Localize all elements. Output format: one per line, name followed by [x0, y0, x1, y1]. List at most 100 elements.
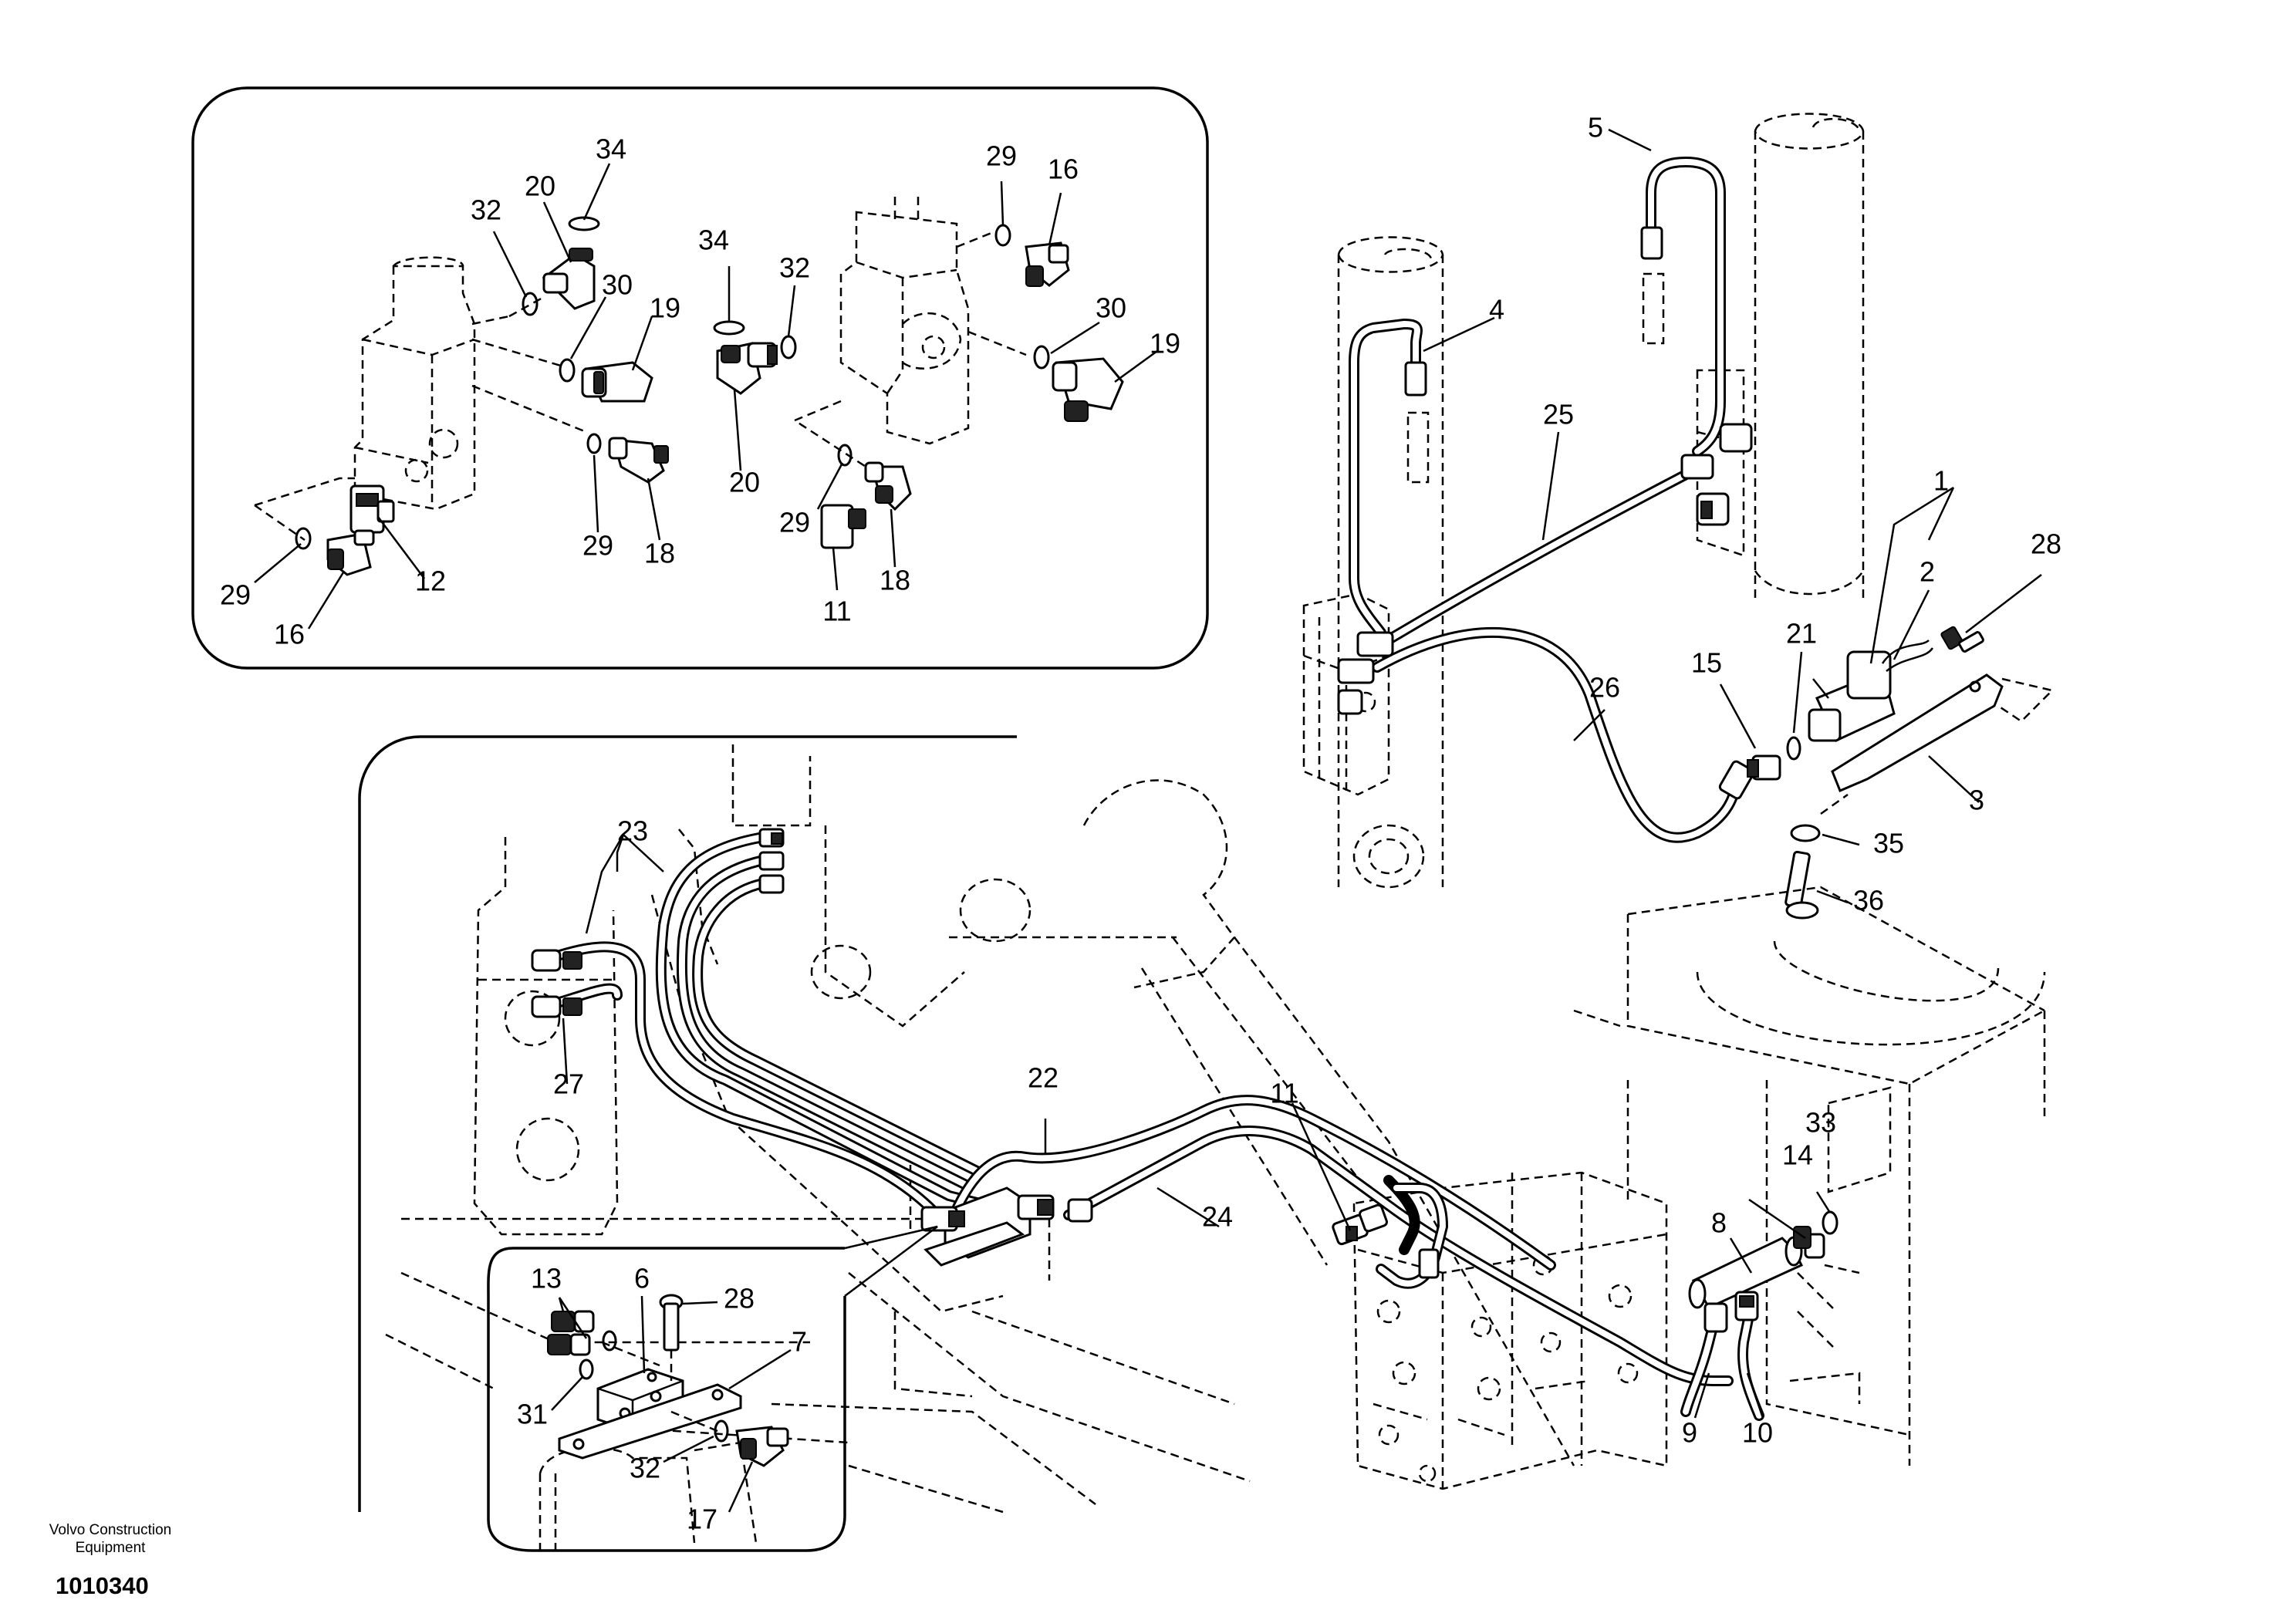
callout-c30a: 30: [602, 269, 633, 301]
inset-block-detail: [487, 1247, 846, 1552]
hose-24: [1063, 1126, 1734, 1386]
inset-frame-top: [191, 86, 1209, 670]
elbow-fitting-16-right: [1025, 241, 1070, 287]
callout-c11a: 11: [822, 596, 851, 627]
inset-frame-bottom: [487, 1247, 846, 1552]
callout-c24: 24: [1202, 1201, 1233, 1233]
callout-c27: 27: [553, 1068, 584, 1100]
callout-c29a: 29: [582, 530, 613, 562]
hose-22: [944, 1095, 1556, 1271]
callout-c26: 26: [1589, 672, 1620, 704]
callout-c21: 21: [1786, 618, 1817, 650]
callout-c16a: 16: [274, 619, 305, 650]
footer-brand: Volvo Construction Equipment: [49, 1522, 172, 1556]
callout-c17: 17: [687, 1504, 718, 1535]
callout-c33: 33: [1805, 1107, 1836, 1139]
callout-c23: 23: [617, 815, 648, 847]
washer-21: [1786, 736, 1801, 761]
bracket-7-detail: [558, 1383, 742, 1460]
bracket-3: [1831, 673, 2055, 792]
callout-labels: 34 20 32 30 19 29 18 12 29 16 34 32 20 2…: [220, 112, 2061, 1535]
callout-c5: 5: [1588, 112, 1603, 143]
callout-c25: 25: [1543, 399, 1574, 430]
elbow-fitting-20-left: [542, 248, 596, 310]
callout-c2: 2: [1920, 556, 1935, 588]
fitting-14: [1793, 1226, 1811, 1249]
callout-c19a: 19: [650, 292, 680, 324]
o-ring-30-left: [559, 358, 576, 383]
callout-c29b: 29: [220, 579, 251, 611]
o-ring-31: [579, 1358, 594, 1380]
callout-c28b: 28: [724, 1283, 755, 1315]
callout-c11b: 11: [1270, 1078, 1298, 1109]
callout-c29d: 29: [986, 140, 1017, 172]
callout-c32b: 32: [779, 252, 810, 284]
connector-12: [349, 484, 395, 534]
callout-c4: 4: [1489, 294, 1504, 326]
elbow-fitting-17: [735, 1426, 789, 1467]
pipe-5: [1640, 157, 1726, 457]
callout-c20b: 20: [729, 467, 760, 498]
o-ring-29-mid: [837, 444, 853, 467]
callout-c12a: 12: [415, 565, 446, 597]
washer-35: [1790, 824, 1821, 842]
o-ring-32-right: [780, 335, 797, 359]
callout-c32c: 32: [630, 1453, 660, 1484]
boom-cylinder-area: [1302, 113, 2055, 920]
callout-c30b: 30: [1096, 292, 1126, 324]
callout-c35: 35: [1873, 828, 1904, 859]
elbow-fitting-16-left: [326, 529, 375, 576]
callout-c22: 22: [1028, 1062, 1059, 1094]
bolt-28-detail: [659, 1294, 684, 1381]
o-ring-32-left: [522, 292, 539, 316]
callout-c6: 6: [634, 1263, 650, 1294]
callout-c19b: 19: [1150, 328, 1180, 359]
callout-c32a: 32: [471, 194, 501, 226]
main-frame: [358, 735, 1017, 1512]
callout-c15: 15: [1691, 647, 1722, 679]
o-ring-29-top-right: [994, 224, 1011, 247]
pipe-4: [1349, 319, 1430, 638]
elbow-fitting-20-right: [716, 342, 778, 395]
callout-c34a: 34: [596, 133, 626, 165]
inset-valve-fittings: [191, 86, 1209, 670]
hoses-9-10: [1680, 1291, 1764, 1421]
elbow-fitting-18-right: [864, 461, 912, 511]
callout-c18b: 18: [880, 565, 910, 596]
right-valve-block: [839, 197, 970, 445]
drawing-number: 1010340: [56, 1572, 149, 1599]
callout-c13: 13: [531, 1263, 562, 1294]
connector-11: [820, 504, 866, 549]
callout-c28a: 28: [2031, 528, 2061, 560]
callout-c36: 36: [1853, 885, 1884, 916]
hose-25: [1376, 465, 1699, 650]
callout-c3: 3: [1969, 785, 1984, 816]
o-ring-29-bottom-left: [295, 527, 312, 550]
callout-c8: 8: [1711, 1207, 1727, 1239]
elbow-fitting-19-left: [581, 361, 653, 403]
o-ring-30-right: [1033, 345, 1050, 370]
callout-c1: 1: [1933, 465, 1949, 497]
callout-c16b: 16: [1048, 154, 1079, 185]
callout-c31: 31: [517, 1399, 548, 1430]
callout-c7: 7: [792, 1326, 807, 1358]
callout-c34b: 34: [698, 224, 729, 256]
elbow-fitting-19-right: [1052, 357, 1124, 422]
bolt-28-right: [1940, 626, 1984, 653]
connector-15: [1747, 754, 1781, 781]
callout-c9: 9: [1682, 1417, 1697, 1449]
callout-c20a: 20: [525, 170, 555, 202]
hose-bundle-23: [531, 828, 985, 1217]
fittings-13: [547, 1310, 595, 1356]
pilot-valve-2: [1808, 639, 1934, 742]
bolt-36: [1784, 850, 1819, 920]
callout-c18a: 18: [644, 538, 675, 569]
hose-26: [1372, 627, 1755, 843]
callout-c29c: 29: [779, 507, 810, 538]
elbow-fitting-18-left: [608, 437, 669, 484]
o-ring-33: [1822, 1210, 1838, 1235]
callout-c14: 14: [1782, 1139, 1813, 1171]
manifold-block-6: [920, 1186, 1093, 1267]
main-boom-assembly: [358, 735, 2046, 1514]
